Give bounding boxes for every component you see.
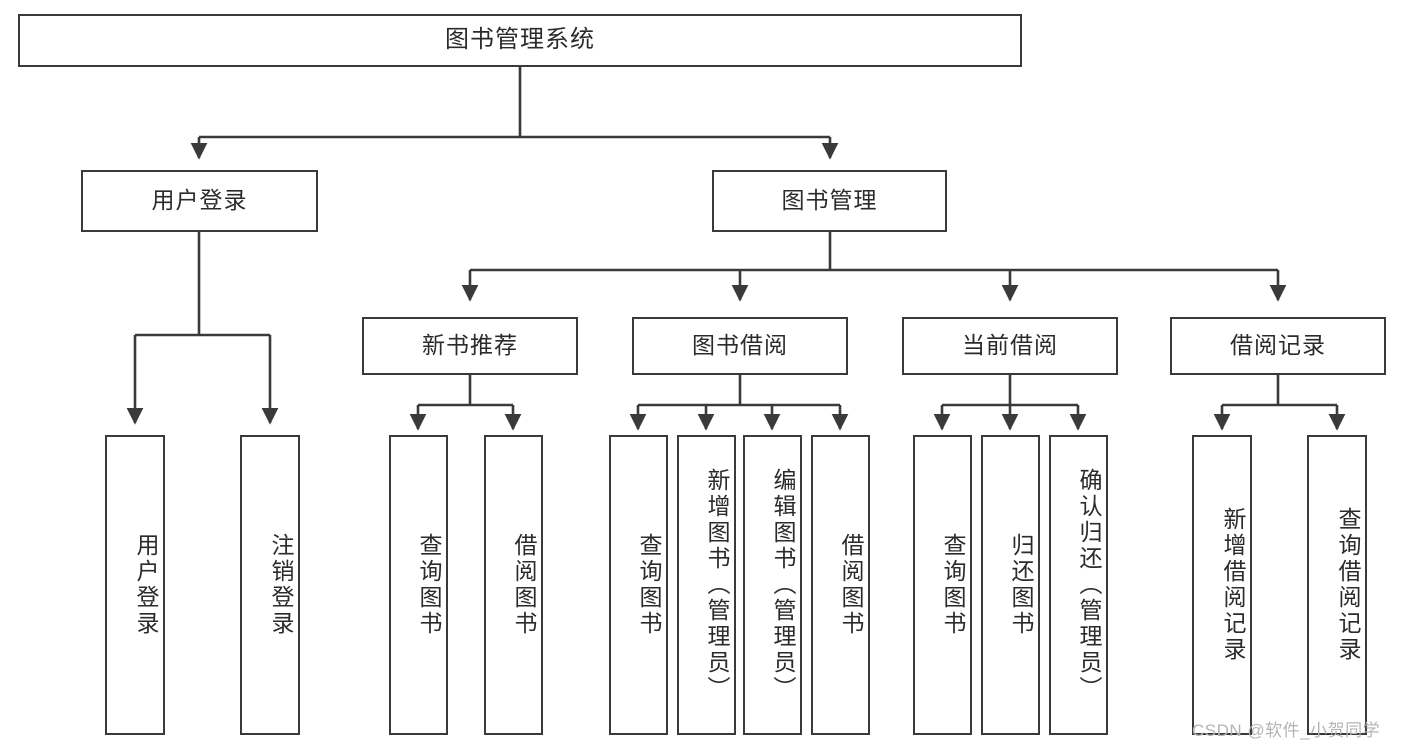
node-new-book-recommend[interactable]: 新书推荐 — [362, 317, 578, 375]
leaf-borrow-edit-book-admin[interactable]: 编辑图书（管理员） — [743, 435, 802, 735]
leaf-current-query-book[interactable]: 查询图书 — [913, 435, 972, 735]
node-label: 借阅图书 — [511, 533, 537, 637]
node-label: 图书管理系统 — [445, 26, 595, 54]
leaf-current-return-book[interactable]: 归还图书 — [981, 435, 1040, 735]
leaf-borrow-add-book-admin[interactable]: 新增图书（管理员） — [677, 435, 736, 735]
node-label: 用户登录 — [151, 187, 248, 214]
node-label: 新增图书（管理员） — [704, 468, 730, 702]
node-label: 新书推荐 — [422, 332, 518, 359]
node-book-management[interactable]: 图书管理 — [712, 170, 947, 232]
node-label: 编辑图书（管理员） — [770, 468, 796, 702]
node-current-borrow[interactable]: 当前借阅 — [902, 317, 1118, 375]
node-label: 借阅记录 — [1230, 332, 1326, 359]
node-label: 查询图书 — [636, 533, 662, 637]
node-label: 查询图书 — [940, 533, 966, 637]
leaf-borrow-query-book[interactable]: 查询图书 — [609, 435, 668, 735]
leaf-user-login-signout[interactable]: 注销登录 — [240, 435, 300, 735]
leaf-current-confirm-return-admin[interactable]: 确认归还（管理员） — [1049, 435, 1108, 735]
watermark-text: CSDN @软件_小贺同学 — [1192, 721, 1381, 740]
leaf-records-query[interactable]: 查询借阅记录 — [1307, 435, 1367, 735]
leaf-user-login-signin[interactable]: 用户登录 — [105, 435, 165, 735]
node-book-borrow[interactable]: 图书借阅 — [632, 317, 848, 375]
node-label: 借阅图书 — [838, 533, 864, 637]
leaf-new-book-query[interactable]: 查询图书 — [389, 435, 448, 735]
leaf-new-book-borrow[interactable]: 借阅图书 — [484, 435, 543, 735]
node-label: 归还图书 — [1008, 533, 1034, 637]
leaf-records-add[interactable]: 新增借阅记录 — [1192, 435, 1252, 735]
node-label: 图书管理 — [781, 187, 878, 214]
node-user-login[interactable]: 用户登录 — [81, 170, 318, 232]
node-label: 确认归还（管理员） — [1076, 468, 1102, 702]
node-label: 图书借阅 — [692, 332, 788, 359]
leaf-borrow-borrow-book[interactable]: 借阅图书 — [811, 435, 870, 735]
node-label: 查询图书 — [416, 533, 442, 637]
node-label: 新增借阅记录 — [1220, 507, 1246, 663]
node-borrow-records[interactable]: 借阅记录 — [1170, 317, 1386, 375]
node-label: 用户登录 — [133, 533, 159, 637]
node-label: 当前借阅 — [962, 332, 1058, 359]
node-label: 注销登录 — [268, 533, 294, 637]
node-label: 查询借阅记录 — [1335, 507, 1361, 663]
node-root-system[interactable]: 图书管理系统 — [18, 14, 1022, 67]
